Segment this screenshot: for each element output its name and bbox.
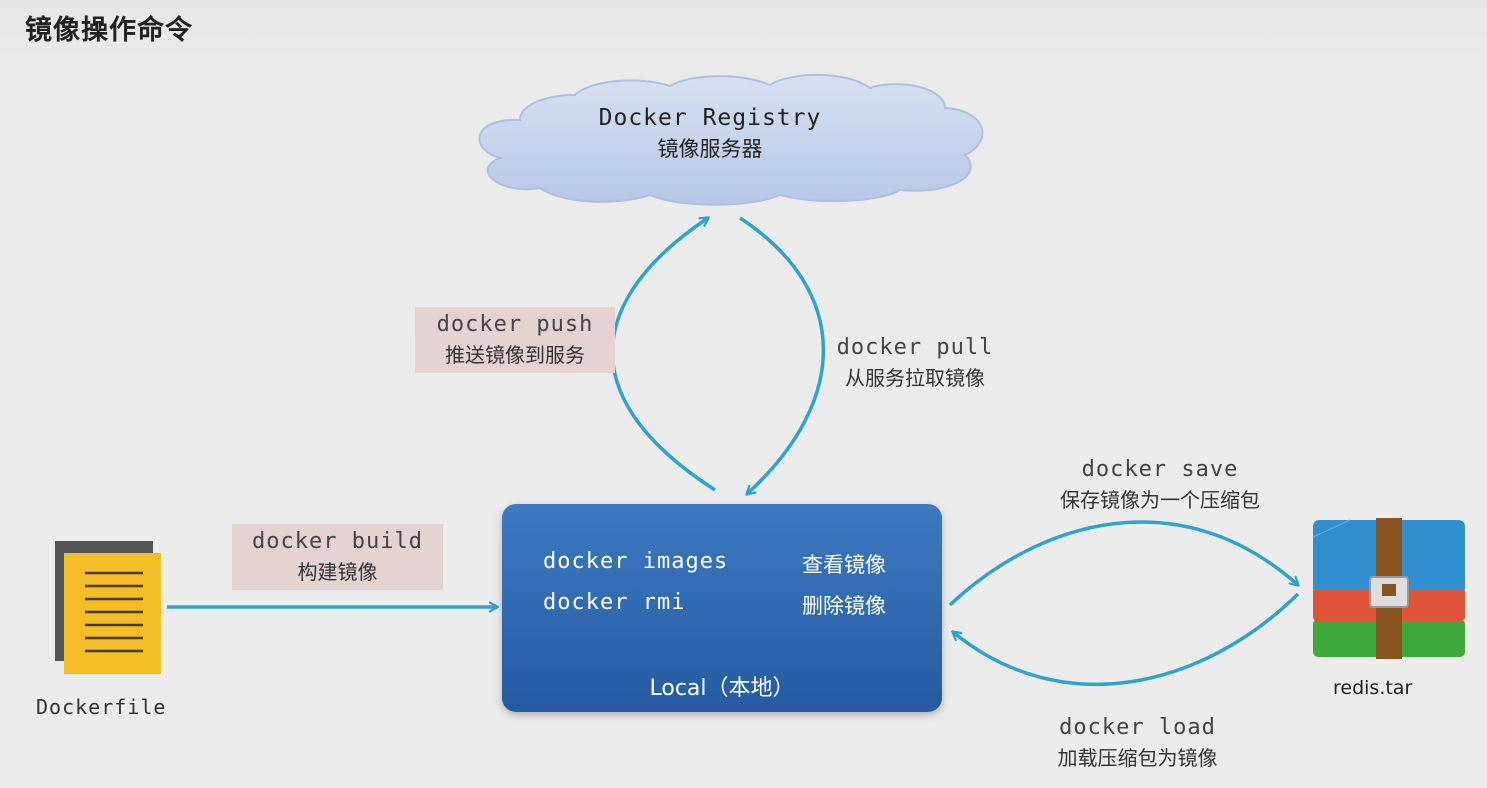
push-arrow <box>610 218 716 492</box>
push-command: docker push <box>436 312 594 337</box>
load-description: 加载压缩包为镜像 <box>1057 746 1218 770</box>
registry-label: Docker Registry 镜像服务器 <box>560 105 860 163</box>
save-description: 保存镜像为一个压缩包 <box>1060 488 1260 512</box>
local-description-rmi: 删除镜像 <box>802 594 886 618</box>
local-description-images: 查看镜像 <box>802 553 886 577</box>
local-box: docker images 查看镜像 docker rmi 删除镜像 Local… <box>502 504 942 712</box>
pull-command: docker pull <box>836 335 994 360</box>
build-description: 构建镜像 <box>297 560 378 584</box>
load-label: docker load 加载压缩包为镜像 <box>1030 715 1245 771</box>
save-label: docker save 保存镜像为一个压缩包 <box>1030 457 1290 513</box>
push-description: 推送镜像到服务 <box>445 343 585 367</box>
push-label: docker push 推送镜像到服务 <box>415 307 615 373</box>
registry-subtitle: 镜像服务器 <box>657 137 763 161</box>
build-label: docker build 构建镜像 <box>232 524 443 590</box>
load-arrow <box>953 592 1300 686</box>
registry-title: Docker Registry <box>598 105 822 131</box>
registry-cloud <box>478 73 984 206</box>
save-command: docker save <box>1081 457 1239 482</box>
local-command-images: docker images <box>543 549 729 574</box>
save-arrow <box>948 520 1298 607</box>
pull-label: docker pull 从服务拉取镜像 <box>815 335 1015 391</box>
load-command: docker load <box>1059 715 1216 740</box>
pull-description: 从服务拉取镜像 <box>845 366 985 390</box>
build-command: docker build <box>252 529 423 554</box>
page-title: 镜像操作命令 <box>25 15 193 46</box>
archive-label: redis.tar <box>1333 677 1413 699</box>
dockerfile-icon <box>55 541 161 674</box>
local-command-rmi: docker rmi <box>543 590 686 615</box>
archive-icon <box>1312 518 1465 659</box>
local-title: Local（本地） <box>649 676 795 701</box>
dockerfile-label: Dockerfile <box>36 695 167 719</box>
pull-arrow <box>739 216 826 494</box>
